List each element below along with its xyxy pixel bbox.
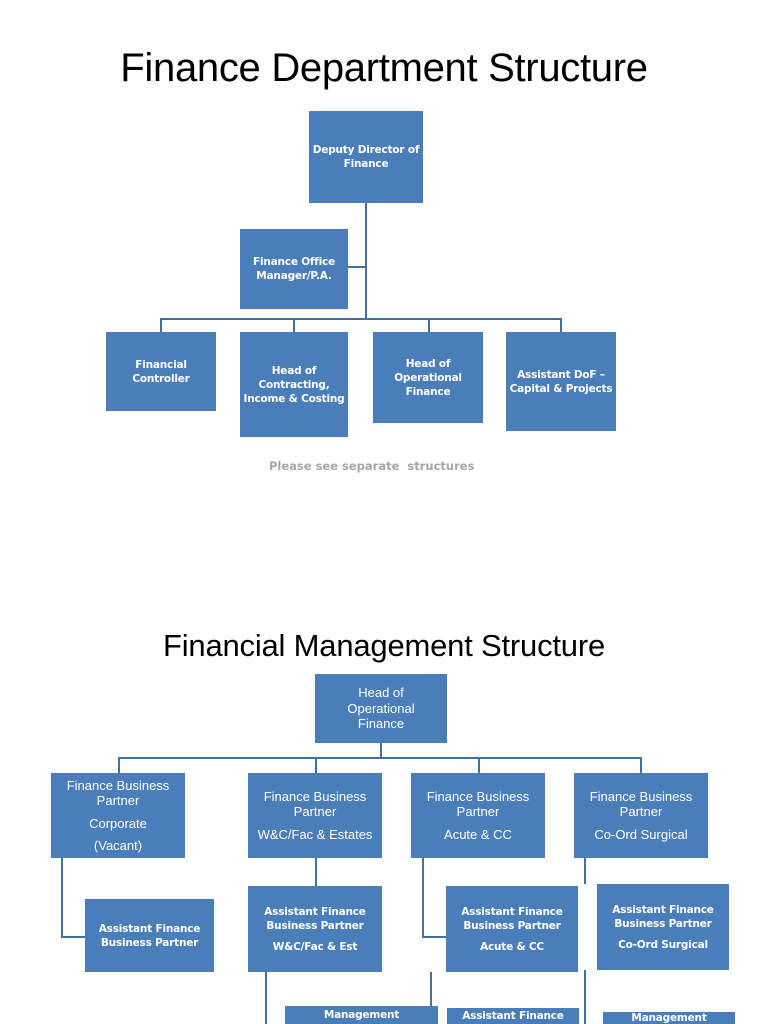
node-line: Corporate [89,815,147,831]
node-afbp-acute-cc[interactable]: Assistant Finance Business Partner Acute… [446,886,578,972]
node-line: Head of [271,364,317,377]
node-line: Head of [405,357,451,370]
node-line: Finance [343,158,389,170]
node-management-wc[interactable]: Management [285,1006,438,1024]
node-line: Head of [358,685,404,701]
node-line: Finance [405,385,451,398]
connector-surgical-bottom-elbow-v [584,970,586,1024]
node-line: Finance Business [589,788,693,804]
node-chart2-head-of-operational-finance[interactable]: Head of Operational Finance [315,674,447,743]
node-afbp-wc-fac-est[interactable]: Assistant Finance Business Partner W&C/F… [248,886,382,972]
node-line: Capital & Projects [509,382,613,395]
connector-chart2-drop-4 [640,757,642,773]
connector-chart2-drop-3 [478,757,480,773]
node-line: Business Partner [463,919,561,932]
connector-surgical-drop [584,858,586,884]
connector-chart2-trunk [380,743,382,759]
node-afbp-corporate[interactable]: Assistant Finance Business Partner [85,899,214,972]
node-afbp-co-ord-surgical[interactable]: Assistant Finance Business Partner Co-Or… [597,884,729,970]
connector-chart1-drop-2 [293,318,295,332]
node-fbp-wc-fac-estates[interactable]: Finance Business Partner W&C/Fac & Estat… [248,773,382,858]
connector-chart1-drop-4 [560,318,562,332]
node-line: Contracting, [258,378,330,391]
node-head-of-operational-finance[interactable]: Head of Operational Finance [373,332,483,423]
node-line: Partner [293,804,337,820]
node-management-surgical[interactable]: Management [603,1012,735,1024]
node-line: Management [631,1012,707,1024]
node-line: Partner [619,804,663,820]
node-line: Manager/P.A. [256,270,332,282]
node-line: Assistant Finance [98,922,201,935]
node-financial-controller[interactable]: Financial Controller [106,332,216,411]
node-line: Acute & CC [480,940,544,953]
node-line: Deputy Director of [312,144,420,156]
node-head-of-contracting[interactable]: Head of Contracting, Income & Costing [240,332,348,437]
node-line: W&C/Fac & Estates [257,826,373,842]
node-line: Assistant Finance [612,903,714,916]
node-line: Finance Business [66,777,170,793]
connector-acute-elbow-h [422,936,446,938]
node-line: Finance Business [426,788,530,804]
chart1-caption: Please see separate structures [269,459,475,473]
connector-wc-drop [315,858,317,886]
node-finance-office-manager[interactable]: Finance Office Manager/P.A. [240,229,348,309]
node-line: (Vacant) [93,838,143,853]
connector-chart1-drop-1 [160,318,162,332]
node-line: Financial [135,358,187,371]
connector-chart2-bus [118,757,642,759]
connector-chart2-drop-2 [315,757,317,773]
node-line: Assistant DoF – [517,368,605,381]
node-fbp-acute-cc[interactable]: Finance Business Partner Acute & CC [411,773,545,858]
node-assistant-dof-capital-projects[interactable]: Assistant DoF – Capital & Projects [506,332,616,431]
node-deputy-director-of-finance[interactable]: Deputy Director of Finance [309,111,423,203]
node-line: Finance Office [252,256,335,268]
connector-chart1-drop-3 [428,318,430,332]
node-line: Operational [347,700,415,716]
node-line: Co-Ord Surgical [594,826,688,842]
node-line: Co-Ord Surgical [618,938,708,951]
node-line: Business Partner [614,917,712,930]
chart2-title: Financial Management Structure [162,628,605,663]
node-line: Assistant Finance [462,1010,564,1022]
connector-acute-bottom-elbow-v [430,972,432,1024]
node-afbp-acute-secondary[interactable]: Assistant Finance [447,1008,579,1024]
node-line: Assistant Finance [264,905,366,918]
node-line: Controller [132,372,190,385]
node-fbp-co-ord-surgical[interactable]: Finance Business Partner Co-Ord Surgical [574,773,708,858]
node-line: Operational [394,371,462,384]
node-line: W&C/Fac & Est [272,940,358,953]
connector-acute-elbow-v [422,858,424,937]
connector-deputy-trunk [365,203,367,320]
connector-chart2-drop-1 [118,757,120,773]
node-line: Partner [456,804,500,820]
node-line: Finance [357,716,405,732]
node-line: Management [323,1009,400,1021]
node-line: Income & Costing [243,392,345,405]
chart1-title: Finance Department Structure [120,46,648,90]
node-line: Finance Business [263,788,367,804]
connector-office-manager-stub [348,266,366,268]
connector-chart1-bus [160,318,562,320]
connector-corporate-elbow-h [61,936,85,938]
connector-wc-bottom-elbow-v [265,972,267,1024]
node-line: Business Partner [266,919,364,932]
node-fbp-corporate[interactable]: Finance Business Partner Corporate (Vaca… [51,773,185,858]
connector-corporate-elbow-v [61,858,63,937]
node-line: Business Partner [100,936,199,949]
node-line: Partner [96,793,140,808]
node-line: Acute & CC [444,826,512,842]
node-line: Assistant Finance [461,905,563,918]
